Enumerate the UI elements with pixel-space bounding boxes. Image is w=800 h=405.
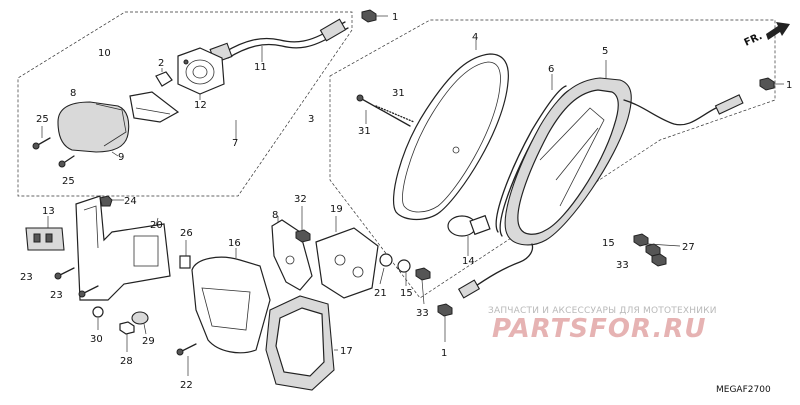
license-lamp-lens-part-9 — [57, 101, 130, 157]
screw-part-31 — [356, 94, 415, 127]
bracket-plate-part-8 — [129, 91, 180, 123]
callout-21: 21 — [374, 288, 387, 299]
screw-part-22 — [176, 343, 197, 376]
callout-11: 11 — [254, 62, 267, 73]
washer-part-30 — [92, 306, 104, 330]
callout-31-upper: 31 — [392, 88, 405, 99]
diagram-code: MEGAF2700 — [716, 385, 771, 395]
group-box-taillight — [329, 19, 776, 299]
callout-2: 2 — [158, 58, 164, 69]
callout-15-middle: 15 — [400, 288, 413, 299]
socket-housing-part-12 — [177, 47, 225, 100]
screw-part-25-upper — [32, 126, 51, 150]
bracket-part-20 — [75, 195, 171, 301]
group-box-upper-left — [17, 11, 353, 197]
screw-part-23-lower — [78, 285, 99, 298]
callout-25-lower: 25 — [62, 176, 75, 187]
callout-30: 30 — [90, 334, 103, 345]
callout-19: 19 — [330, 204, 343, 215]
grommet-part-29 — [131, 311, 149, 335]
callout-20: 20 — [150, 220, 163, 231]
gasket-part-17 — [265, 295, 338, 391]
bulb-part-2 — [155, 68, 173, 87]
collar-part-28 — [119, 321, 135, 352]
callout-33-right: 33 — [616, 260, 629, 271]
callout-31-lower: 31 — [358, 126, 371, 137]
callout-23-upper: 23 — [20, 272, 33, 283]
bracket-part-18 — [271, 216, 313, 291]
callout-33-middle: 33 — [416, 308, 429, 319]
nut-part-32 — [295, 206, 311, 243]
callout-3: 3 — [308, 114, 314, 125]
callout-1-bottom: 1 — [441, 348, 447, 359]
callout-29: 29 — [142, 336, 155, 347]
callout-14: 14 — [462, 256, 475, 267]
bracket-part-19 — [315, 216, 379, 299]
callout-27: 27 — [682, 242, 695, 253]
screw-part-23-upper — [54, 267, 75, 280]
callout-22: 22 — [180, 380, 193, 391]
callout-6: 6 — [548, 64, 554, 75]
callout-24: 24 — [124, 196, 137, 207]
callout-1-top: 1 — [392, 12, 398, 23]
callout-12: 12 — [194, 100, 207, 111]
lens-cover-part-4 — [392, 40, 509, 221]
callout-5: 5 — [602, 46, 608, 57]
callout-26: 26 — [180, 228, 193, 239]
callout-4: 4 — [472, 32, 478, 43]
nut-part-33 — [415, 267, 431, 305]
clip-part-26 — [179, 240, 191, 269]
callout-9: 9 — [118, 152, 124, 163]
washer-part-15 — [397, 259, 411, 286]
callout-28: 28 — [120, 356, 133, 367]
bolt-part-24 — [99, 195, 124, 207]
washer-part-21 — [379, 253, 393, 285]
watermark-logo: PARTSFOR.RU — [492, 314, 707, 344]
callout-8-upper: 8 — [70, 88, 76, 99]
nut-part-1-top — [361, 9, 388, 23]
callout-16: 16 — [228, 238, 241, 249]
nut-part-1-right — [759, 77, 784, 91]
callout-25-upper: 25 — [36, 114, 49, 125]
screw-part-25-lower — [58, 155, 75, 168]
nut-part-1-bottom — [437, 303, 453, 342]
housing-part-16 — [191, 248, 271, 354]
wire-harness-part-11 — [209, 18, 349, 64]
taillight-housing-part-5 — [504, 60, 632, 246]
callout-17: 17 — [340, 346, 353, 357]
callout-7: 7 — [232, 138, 238, 149]
reflector-part-13 — [25, 216, 65, 251]
front-direction-arrow: FR. — [743, 22, 790, 49]
hardware-cluster-right — [633, 233, 681, 267]
callout-13: 13 — [42, 206, 55, 217]
callout-10: 10 — [98, 48, 111, 59]
callout-1-right: 1 — [786, 80, 792, 91]
callout-8-lower: 8 — [272, 210, 278, 221]
bulb-part-14 — [447, 214, 491, 256]
callout-15-right: 15 — [602, 238, 615, 249]
taillight-harness — [457, 94, 744, 299]
callout-23-lower: 23 — [50, 290, 63, 301]
watermark-caption: ЗАПЧАСТИ И АКСЕССУАРЫ ДЛЯ МОТОТЕХНИКИ — [488, 306, 717, 316]
callout-32: 32 — [294, 194, 307, 205]
svg-text:FR.: FR. — [743, 31, 764, 49]
